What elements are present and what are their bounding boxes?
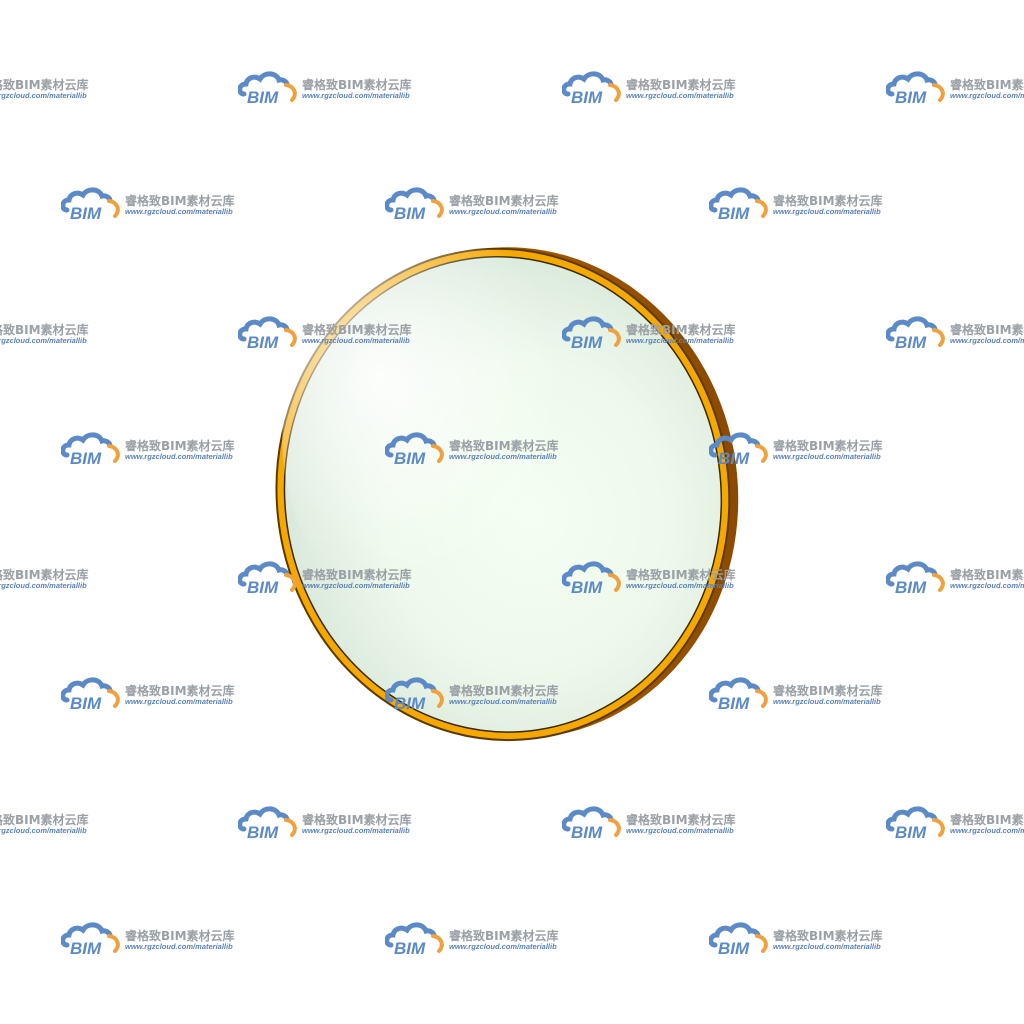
- glass-highlight: [282, 245, 644, 646]
